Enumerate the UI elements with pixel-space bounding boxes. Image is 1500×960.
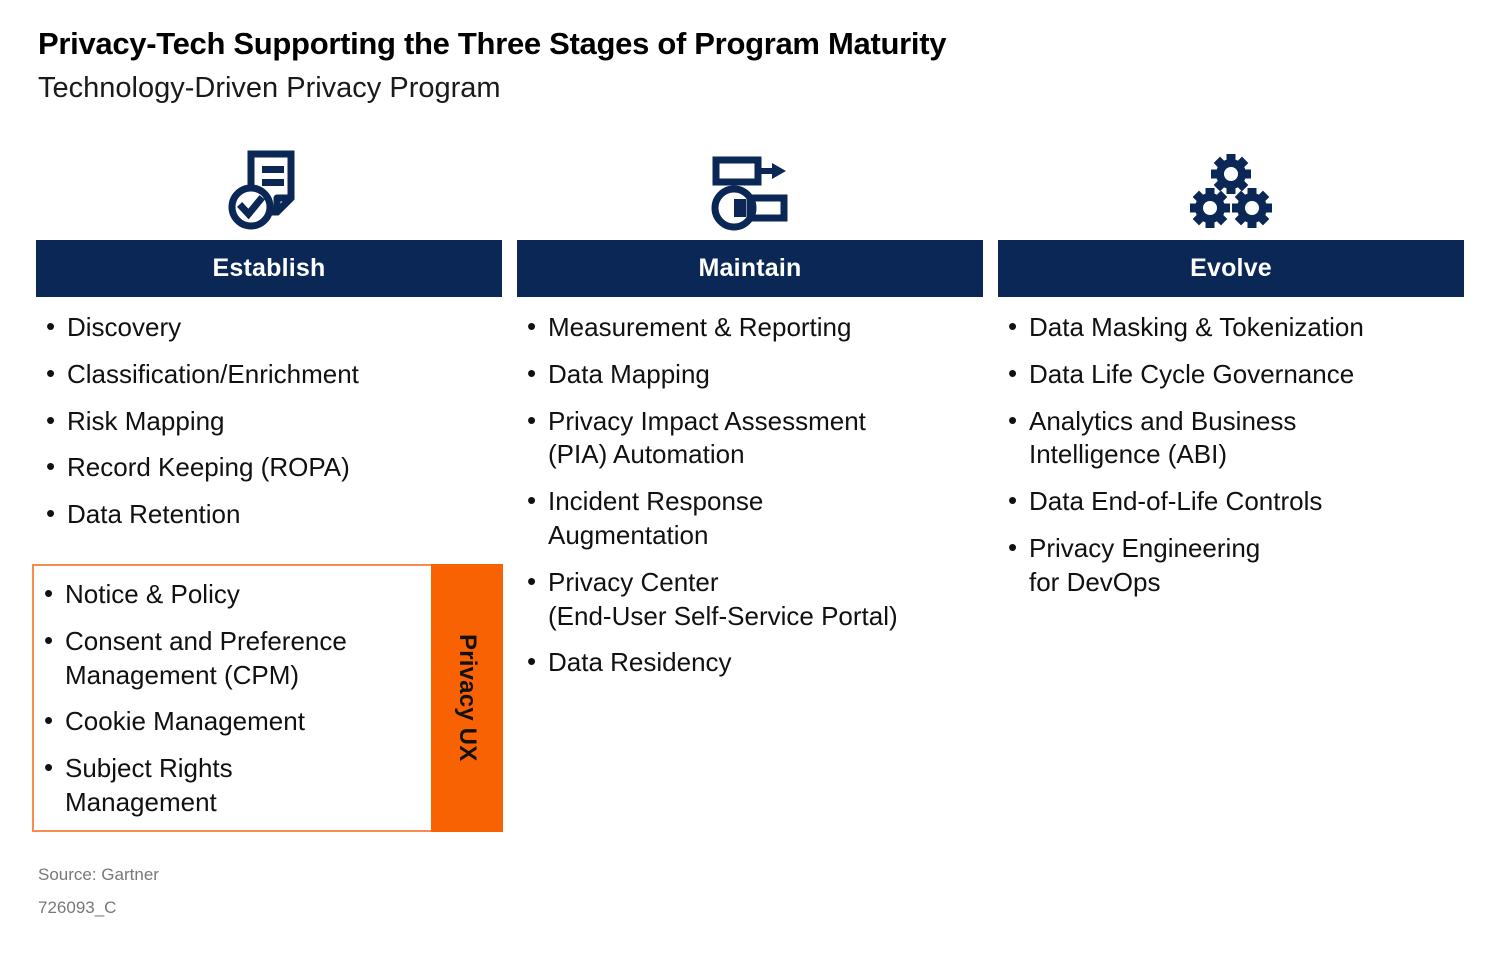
list-item: Privacy Impact Assessment (PIA) Automati… <box>517 404 983 473</box>
column-header-label: Maintain <box>698 254 802 282</box>
column-body-establish: Discovery Classification/Enrichment Risk… <box>36 297 502 532</box>
bullet-list-evolve: Data Masking & Tokenization Data Life Cy… <box>998 310 1464 600</box>
list-item: Data Residency <box>517 645 983 680</box>
privacy-ux-list-wrap: Notice & Policy Consent and Preference M… <box>34 577 429 833</box>
list-item: Classification/Enrichment <box>36 357 502 392</box>
list-item: Incident Response Augmentation <box>517 484 983 553</box>
document-check-icon <box>36 140 502 240</box>
maturity-stage-columns: Establish Discovery Classification/Enric… <box>32 140 1464 832</box>
list-item: Measurement & Reporting <box>517 310 983 345</box>
list-item: Consent and Preference Management (CPM) <box>34 624 429 693</box>
list-item: Cookie Management <box>34 704 429 739</box>
source-label: Source: Gartner <box>38 865 159 884</box>
list-item: Privacy Center (End-User Self-Service Po… <box>517 565 983 634</box>
bullet-list-establish: Discovery Classification/Enrichment Risk… <box>36 310 502 532</box>
column-evolve: Evolve Data Masking & Tokenization Data … <box>998 140 1464 693</box>
list-item: Notice & Policy <box>34 577 429 612</box>
column-header-label: Establish <box>212 254 326 282</box>
list-item: Data Masking & Tokenization <box>998 310 1464 345</box>
list-item: Data Mapping <box>517 357 983 392</box>
list-item: Privacy Engineering for DevOps <box>998 531 1464 600</box>
page-title: Privacy-Tech Supporting the Three Stages… <box>38 26 947 61</box>
column-body-evolve: Data Masking & Tokenization Data Life Cy… <box>998 297 1464 600</box>
footer: Source: Gartner 726093_C <box>38 866 159 932</box>
list-item: Discovery <box>36 310 502 345</box>
page-subtitle: Technology-Driven Privacy Program <box>38 71 501 104</box>
column-header-evolve: Evolve <box>998 240 1464 297</box>
tools-wrench-icon <box>517 140 983 240</box>
document-id-label: 726093_C <box>38 898 117 917</box>
list-item: Data Life Cycle Governance <box>998 357 1464 392</box>
bullet-list-maintain: Measurement & Reporting Data Mapping Pri… <box>517 310 983 680</box>
page-header: Privacy-Tech Supporting the Three Stages… <box>38 26 1458 105</box>
list-item: Analytics and Business Intelligence (ABI… <box>998 404 1464 473</box>
bullet-list-privacy-ux: Notice & Policy Consent and Preference M… <box>34 577 429 820</box>
list-item: Record Keeping (ROPA) <box>36 450 502 485</box>
list-item: Data Retention <box>36 497 502 532</box>
column-header-maintain: Maintain <box>517 240 983 297</box>
privacy-ux-label: Privacy UX <box>454 634 481 762</box>
column-establish: Establish Discovery Classification/Enric… <box>32 140 503 832</box>
column-header-label: Evolve <box>1190 254 1272 282</box>
three-gears-icon <box>998 140 1464 240</box>
column-body-maintain: Measurement & Reporting Data Mapping Pri… <box>517 297 983 680</box>
list-item: Data End-of-Life Controls <box>998 484 1464 519</box>
privacy-ux-tab: Privacy UX <box>431 564 503 832</box>
column-maintain: Maintain Measurement & Reporting Data Ma… <box>517 140 983 693</box>
privacy-ux-highlight-box: Notice & Policy Consent and Preference M… <box>32 564 503 832</box>
column-header-establish: Establish <box>36 240 502 297</box>
list-item: Subject Rights Management <box>34 751 429 820</box>
list-item: Risk Mapping <box>36 404 502 439</box>
